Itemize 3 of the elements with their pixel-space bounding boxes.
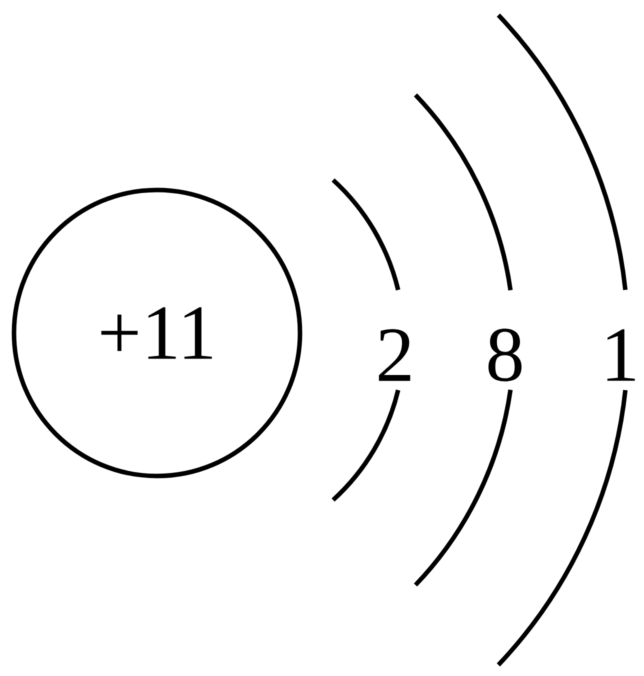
shell-number: 1	[607, 329, 635, 381]
shell-number: 2	[378, 329, 410, 381]
shell-number: 8	[488, 328, 522, 382]
